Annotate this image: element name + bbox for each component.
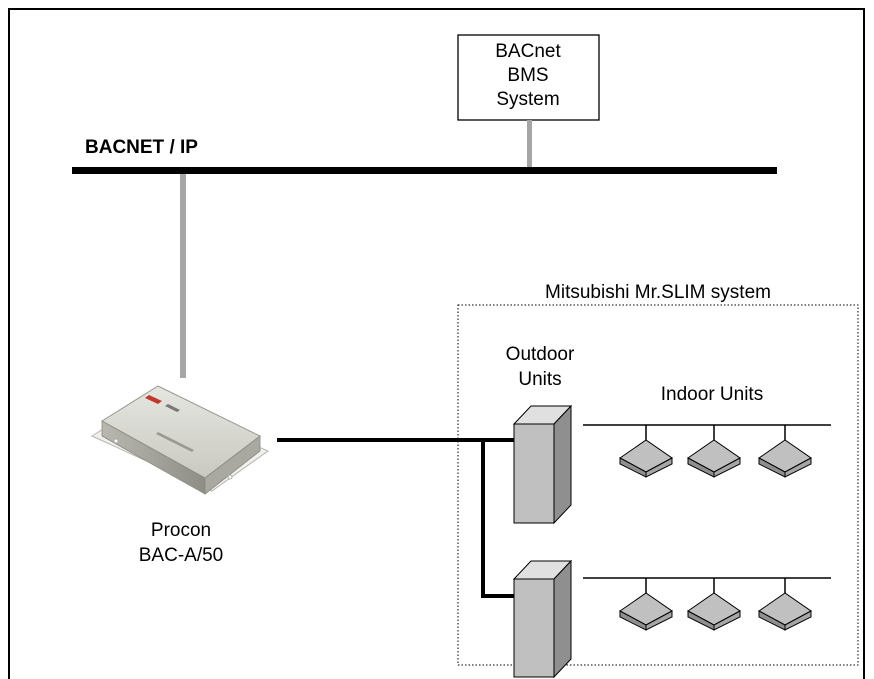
page-frame	[8, 8, 865, 679]
indoor-units-label: Indoor Units	[660, 384, 764, 405]
bms-drop-line	[527, 120, 532, 168]
controller-drop-line	[180, 174, 186, 378]
indoor-unit-2-3	[758, 578, 812, 631]
outdoor-unit-2	[512, 559, 573, 679]
outdoor-label-line2: Units	[518, 369, 562, 390]
bacnet-ip-bus	[72, 167, 777, 174]
bacnet-ip-label: BACNET / IP	[85, 137, 198, 158]
indoor-unit-1-2	[687, 425, 741, 478]
indoor-unit-1-1	[619, 425, 673, 478]
mr-slim-system-boundary	[457, 304, 859, 666]
outdoor-unit-1	[512, 404, 573, 525]
indoor-unit-1-3	[758, 425, 812, 478]
system-title: Mitsubishi Mr.SLIM system	[545, 282, 771, 303]
controller-label-line1: Procon	[150, 520, 212, 541]
outdoor-label-line1: Outdoor	[505, 344, 575, 365]
bms-label-line3: System	[496, 89, 560, 110]
bms-label-line2: BMS	[507, 65, 549, 86]
bms-label-line1: BACnet	[495, 41, 561, 62]
indoor-unit-2-2	[687, 578, 741, 631]
controller-label-line2: BAC-A/50	[138, 545, 224, 566]
indoor-unit-2-1	[619, 578, 673, 631]
procon-device	[90, 385, 270, 495]
